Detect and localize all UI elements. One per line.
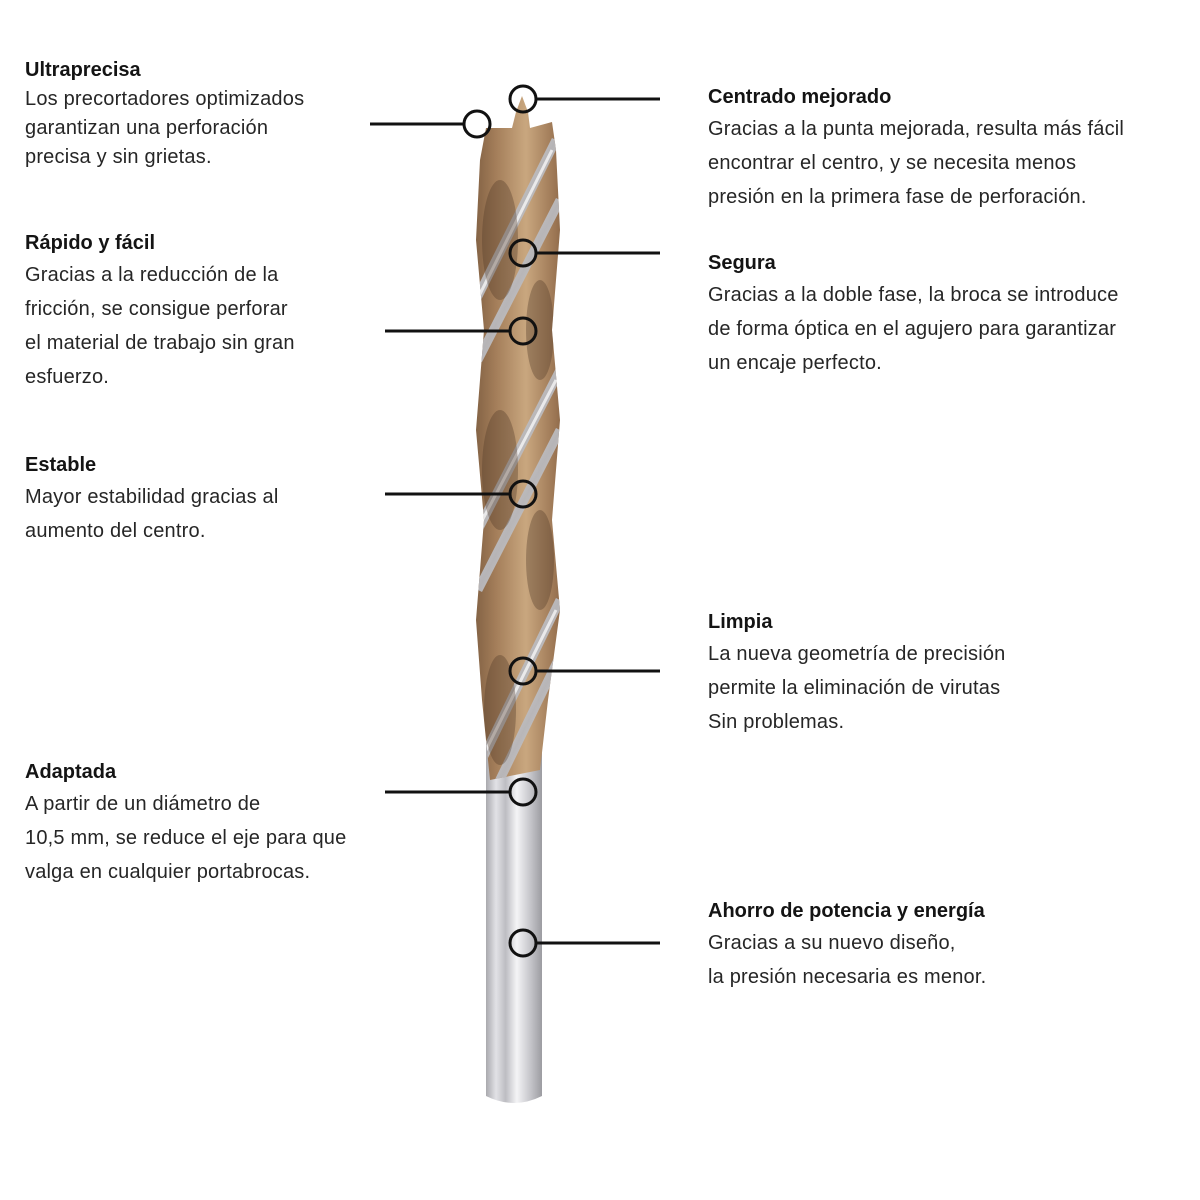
feature-text-line: la presión necesaria es menor. <box>708 966 987 988</box>
feature-ahorro-potencia-energia: Ahorro de potencia y energía Gracias a s… <box>708 898 986 994</box>
feature-text-line: garantizan una perforación <box>25 117 269 139</box>
drill-shank <box>486 700 542 1103</box>
feature-text-line: precisa y sin grietas. <box>25 146 212 168</box>
feature-centrado-mejorado: Centrado mejorado Gracias a la punta mej… <box>708 84 1124 214</box>
feature-text-line: el material de trabajo sin gran <box>25 332 295 354</box>
callouts <box>370 84 660 958</box>
feature-text-line: de forma óptica en el agujero para garan… <box>708 318 1117 340</box>
feature-estable: Estable Mayor estabilidad gracias al aum… <box>25 452 279 548</box>
feature-title: Rápido y fácil <box>25 232 156 254</box>
feature-text-line: encontrar el centro, y se necesita menos <box>708 152 1077 174</box>
feature-text-line: Gracias a su nuevo diseño, <box>708 932 956 954</box>
feature-title: Centrado mejorado <box>708 86 892 108</box>
feature-text-line: fricción, se consigue perforar <box>25 298 288 320</box>
feature-rapido-y-facil: Rápido y fácil Gracias a la reducción de… <box>25 230 295 394</box>
feature-title: Estable <box>25 454 97 476</box>
drill-flutes <box>476 96 560 780</box>
feature-text-line: Mayor estabilidad gracias al <box>25 486 279 508</box>
feature-text-line: 10,5 mm, se reduce el eje para que <box>25 827 347 849</box>
feature-title: Segura <box>708 252 776 274</box>
feature-text-line: La nueva geometría de precisión <box>708 643 1006 665</box>
feature-text-line: valga en cualquier portabrocas. <box>25 861 311 883</box>
feature-title: Ahorro de potencia y energía <box>708 900 985 922</box>
feature-title: Ultraprecisa <box>25 59 141 81</box>
feature-text-line: presión en la primera fase de perforació… <box>708 186 1087 208</box>
feature-ultraprecisa: Ultraprecisa Los precortadores optimizad… <box>25 57 304 172</box>
feature-segura: Segura Gracias a la doble fase, la broca… <box>708 250 1119 380</box>
feature-limpia: Limpia La nueva geometría de precisión p… <box>708 609 1006 739</box>
feature-text-line: un encaje perfecto. <box>708 352 882 374</box>
feature-adaptada: Adaptada A partir de un diámetro de 10,5… <box>25 759 346 889</box>
feature-text-line: Gracias a la reducción de la <box>25 264 279 286</box>
feature-text-line: A partir de un diámetro de <box>25 793 261 815</box>
feature-text-line: Gracias a la punta mejorada, resulta más… <box>708 118 1125 140</box>
feature-text-line: Sin problemas. <box>708 711 845 733</box>
feature-text-line: aumento del centro. <box>25 520 206 542</box>
feature-text-line: esfuerzo. <box>25 366 110 388</box>
feature-text-line: Los precortadores optimizados <box>25 88 305 110</box>
feature-title: Adaptada <box>25 761 117 783</box>
feature-text-line: Gracias a la doble fase, la broca se int… <box>708 284 1119 306</box>
feature-text-line: permite la eliminación de virutas <box>708 677 1001 699</box>
feature-title: Limpia <box>708 611 773 633</box>
